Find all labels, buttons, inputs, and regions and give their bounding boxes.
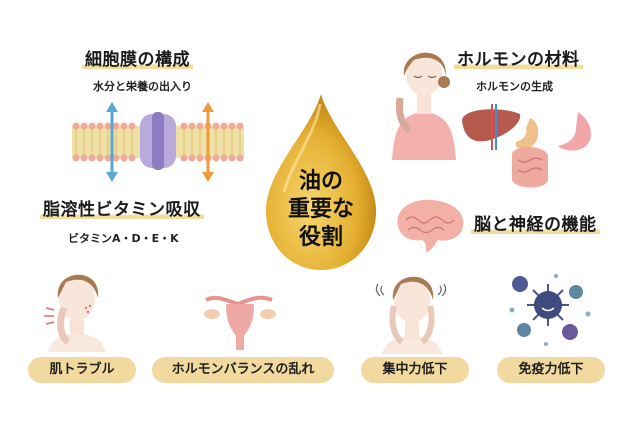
role-subtitle-cell-membrane: 水分と栄養の出入り <box>93 80 192 93</box>
effect-pill-immunity: 免疫力低下 <box>497 357 605 383</box>
role-title-hormone: ホルモンの材料 <box>454 48 583 72</box>
center-title-line-3: 役割 <box>298 225 343 250</box>
center-title-line-2: 重要な <box>287 197 354 222</box>
role-title-brain: 脳と神経の機能 <box>471 213 600 237</box>
headache-woman-icon <box>375 276 447 354</box>
effect-pill-skin-trouble: 肌トラブル <box>28 357 136 383</box>
oil-drop-icon <box>265 94 377 270</box>
role-subtitle-hormone: ホルモンの生成 <box>476 80 553 93</box>
effect-pill-concentration: 集中力低下 <box>361 357 469 383</box>
brain-icon <box>397 199 464 252</box>
effect-pill-hormone-imbalance: ホルモンバランスの乱れ <box>152 357 334 383</box>
virus-icon <box>509 274 591 346</box>
woman-touching-face-icon <box>392 52 456 160</box>
oil-drop: 油の 重要な 役割 <box>262 92 380 272</box>
role-title-vitamin: 脂溶性ビタミン吸収 <box>40 198 204 222</box>
uterus-icon <box>204 295 276 350</box>
skin-trouble-woman-icon <box>44 274 106 352</box>
cell-membrane-icon <box>72 102 244 182</box>
role-subtitle-vitamin: ビタミンA・D・E・K <box>68 232 179 245</box>
center-title-line-1: 油の <box>298 169 343 194</box>
role-title-cell-membrane: 細胞膜の構成 <box>82 48 193 72</box>
organs-icon <box>462 104 591 188</box>
